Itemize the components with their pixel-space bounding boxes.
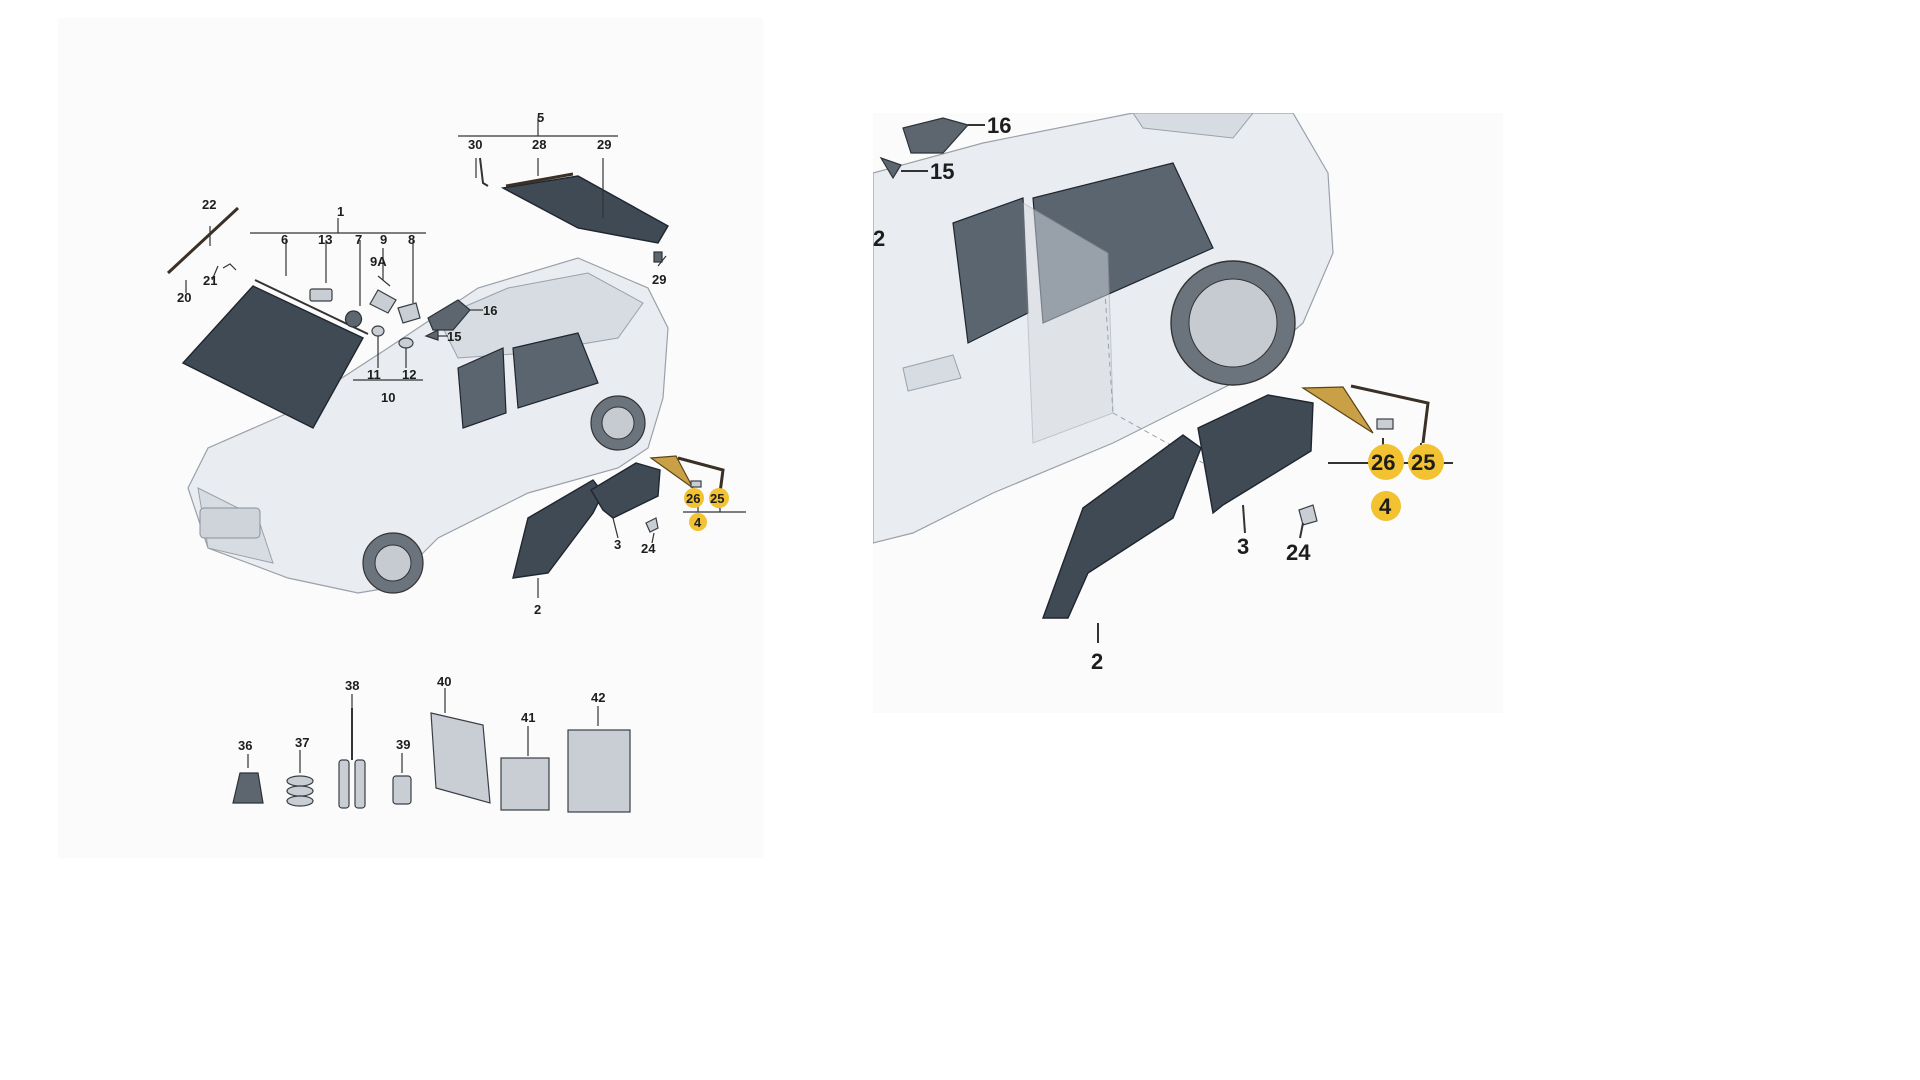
- rear-window-trim: [505, 172, 574, 188]
- part-12: [398, 337, 414, 349]
- accessories-row: [232, 708, 631, 813]
- detail-callout-2-edge: 2: [873, 226, 885, 251]
- detail-highlight-26: [1368, 444, 1404, 480]
- detail-diagram: 16 15 2 2 3 24 26 25 4: [873, 113, 1453, 674]
- part-7: [344, 310, 363, 328]
- part-16-mirror-housing: [427, 299, 471, 331]
- callout-20: 20: [177, 290, 191, 305]
- detail-part-15: [879, 156, 902, 180]
- callout-24: 24: [641, 541, 656, 556]
- part-13: [309, 288, 333, 302]
- callout-7: 7: [355, 232, 362, 247]
- callout-2: 2: [534, 602, 541, 617]
- callout-10: 10: [381, 390, 395, 405]
- callout-9a: 9A: [370, 254, 387, 269]
- callout-28: 28: [532, 137, 546, 152]
- callout-26: 26: [686, 491, 700, 506]
- part-36: [232, 772, 264, 804]
- callout-8: 8: [408, 232, 415, 247]
- callout-21: 21: [203, 273, 217, 288]
- part-9: [369, 289, 397, 314]
- quarter-glass-highlight: [649, 455, 694, 489]
- front-door-glass: [512, 479, 604, 579]
- callout-5: 5: [537, 110, 544, 125]
- callout-29-top: 29: [597, 137, 611, 152]
- detail-callout-3: 3: [1237, 534, 1249, 559]
- part-41-can: [500, 757, 550, 811]
- trim-clip: [222, 263, 237, 271]
- callout-29-clip: 29: [652, 272, 666, 287]
- callout-42: 42: [591, 690, 605, 705]
- rear-window-glass: [500, 175, 669, 244]
- detail-rear-door-glass: [1197, 394, 1314, 515]
- part-37: [286, 775, 314, 807]
- part-42-can: [567, 729, 631, 813]
- detail-callout-4: 4: [1379, 494, 1392, 519]
- callout-41: 41: [521, 710, 535, 725]
- callout-15: 15: [447, 329, 461, 344]
- overview-diagram-panel: 1 2 3 4 5 6 7 8 9 9A 10 11 12 13 15 16 2…: [58, 18, 763, 858]
- callout-6: 6: [281, 232, 288, 247]
- car-detail-illustration: [873, 113, 1334, 544]
- callout-25: 25: [710, 491, 724, 506]
- rear-door-glass: [590, 462, 661, 519]
- part-11: [371, 325, 385, 337]
- highlight-25: [709, 488, 729, 508]
- roof-trim-strip: [166, 206, 240, 275]
- part-38-cartridge: [338, 708, 366, 809]
- detail-callout-26: 26: [1371, 450, 1395, 475]
- highlight-4: [689, 513, 707, 531]
- detail-callout-15: 15: [930, 159, 954, 184]
- highlight-26: [684, 488, 704, 508]
- leader-lines: [185, 118, 746, 773]
- detail-highlight-25: [1408, 444, 1444, 480]
- detail-quarter-glass-clip: [1376, 418, 1394, 430]
- part-24-guide: [645, 517, 659, 533]
- detail-front-door-glass: [1042, 434, 1202, 619]
- detail-part-24-guide: [1298, 504, 1318, 526]
- callout-4: 4: [694, 515, 702, 530]
- detail-callout-16: 16: [987, 113, 1011, 138]
- part-8: [397, 302, 421, 324]
- part-39-tube: [392, 775, 412, 805]
- callout-39: 39: [396, 737, 410, 752]
- callout-36: 36: [238, 738, 252, 753]
- detail-highlight-4: [1371, 491, 1401, 521]
- callout-16: 16: [483, 303, 497, 318]
- part-40-pack: [430, 712, 491, 804]
- callout-11: 11: [367, 367, 381, 382]
- windshield-glass: [181, 285, 364, 429]
- part-29-clip: [653, 251, 663, 263]
- callout-1: 1: [337, 204, 344, 219]
- detail-quarter-glass-highlight: [1301, 386, 1374, 434]
- callout-30: 30: [468, 137, 482, 152]
- part-15: [424, 329, 439, 341]
- callout-9: 9: [380, 232, 387, 247]
- callout-12: 12: [402, 367, 416, 382]
- detail-part-16-mirror-housing: [902, 117, 970, 154]
- detail-callout-24: 24: [1286, 540, 1311, 565]
- detail-callout-25: 25: [1411, 450, 1435, 475]
- callout-3: 3: [614, 537, 621, 552]
- callout-40: 40: [437, 674, 451, 689]
- callout-38: 38: [345, 678, 359, 693]
- car-overview-illustration: [187, 257, 669, 594]
- overview-diagram: 1 2 3 4 5 6 7 8 9 9A 10 11 12 13 15 16 2…: [166, 110, 746, 813]
- part-30-cable: [479, 157, 489, 187]
- part-9a-cable: [377, 275, 391, 287]
- detail-callout-2: 2: [1091, 649, 1103, 674]
- callout-37: 37: [295, 735, 309, 750]
- callout-13: 13: [318, 232, 332, 247]
- quarter-glass-clip: [690, 480, 702, 488]
- callout-22: 22: [202, 197, 216, 212]
- detail-zoom-panel: 16 15 2 2 3 24 26 25 4: [873, 113, 1503, 713]
- detail-quarter-glass-seal: [1350, 384, 1430, 444]
